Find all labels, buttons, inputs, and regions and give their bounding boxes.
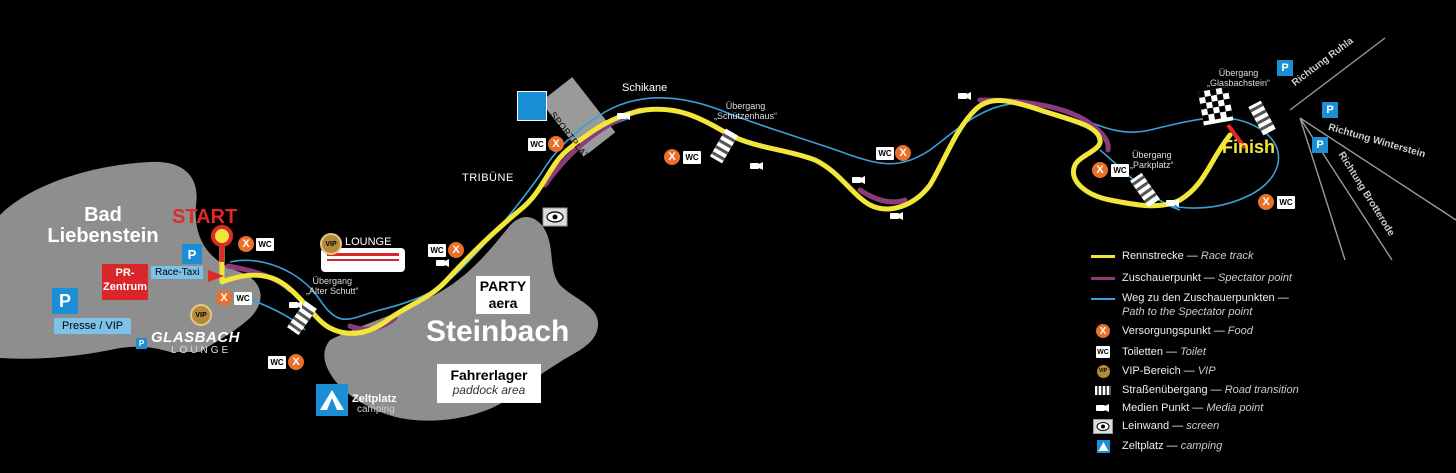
pr-zentrum-label: PR- Zentrum <box>102 264 148 300</box>
steinbach-label: Steinbach <box>426 315 570 348</box>
glasbach-lounge-label: LOUNGE <box>171 345 232 356</box>
crossing-icon <box>1095 385 1111 395</box>
wc-icon: WC <box>256 238 274 251</box>
vip-icon: VIP <box>320 233 342 255</box>
paddock-label: paddock area <box>452 383 526 397</box>
vip-icon: VIP <box>190 304 212 326</box>
path-line <box>1091 298 1115 300</box>
wc-icon: WC <box>1111 164 1129 177</box>
crossing-icon <box>287 300 317 336</box>
finish-line <box>1226 123 1247 150</box>
screen-icon <box>1093 418 1113 434</box>
camera-icon <box>852 176 865 184</box>
food-icon: X <box>216 290 232 306</box>
parking-icon: P <box>52 288 78 314</box>
crossing-icon <box>1248 100 1276 136</box>
legend-item-media: Medien Punkt — Media point <box>1090 401 1263 415</box>
schikane-label: Schikane <box>622 82 668 94</box>
screen-icon <box>542 207 568 227</box>
parking-icon: P <box>1312 137 1328 153</box>
spectator-stretches <box>225 97 1111 332</box>
camera-icon <box>289 301 302 309</box>
legend-item-spectator: Zuschauerpunkt — Spectator point <box>1090 271 1292 285</box>
legend-item-camping: Zeltplatz — camping <box>1090 439 1222 453</box>
uebergang-parkplatz-label: Übergang „Parkplatz“ <box>1130 150 1174 171</box>
legend-item-food: X Versorgungspunkt — Food <box>1090 324 1253 338</box>
uebergang-alter-schutt-label: Übergang „Alter Schutt“ <box>306 276 359 297</box>
zeltplatz-label: Zeltplatz <box>352 393 397 405</box>
race-track <box>219 98 1233 336</box>
bad-liebenstein-label: Bad Liebenstein <box>47 204 159 247</box>
finish-label: Finish <box>1222 137 1275 157</box>
wc-icon: WC <box>876 147 894 160</box>
glasbach-label: GLASBACH <box>151 329 240 346</box>
sportplatz-area <box>540 77 616 157</box>
road-crossings <box>287 100 1276 336</box>
food-icon: X <box>1092 162 1108 178</box>
food-icon: X <box>664 149 680 165</box>
race-taxi-label: Race-Taxi <box>151 266 204 279</box>
legend-item-crossing: Straßenübergang — Road transition <box>1090 383 1299 397</box>
presse-vip-label: Presse / VIP <box>54 318 132 334</box>
track-line <box>1091 254 1115 258</box>
wc-icon: WC <box>1096 346 1110 358</box>
start-marker <box>211 225 233 247</box>
fahrerlager-box: Fahrerlager paddock area <box>437 364 541 403</box>
start-label: START <box>172 206 238 228</box>
food-icon: X <box>1258 194 1274 210</box>
wc-icon: WC <box>528 138 546 151</box>
uebergang-glasbachstein-label: Übergang „Glasbachstein“ <box>1207 68 1271 89</box>
uebergang-schuetzenhaus-label: Übergang „Schützenhaus“ <box>714 101 778 122</box>
wc-icon: WC <box>428 244 446 257</box>
food-icon: X <box>448 242 464 258</box>
camera-icon <box>1166 199 1179 207</box>
legend-item-screen: Leinwand — screen <box>1090 418 1219 434</box>
food-icon: X <box>238 236 254 252</box>
food-icon: X <box>1096 324 1110 338</box>
legend-item-track: Rennstrecke — Race track <box>1090 249 1253 263</box>
camera-icon <box>890 212 903 220</box>
food-icon: X <box>288 354 304 370</box>
vip-icon: VIP <box>1096 364 1110 378</box>
wc-icon: WC <box>268 356 286 369</box>
food-icon: X <box>548 136 564 152</box>
race-taxi-arrow <box>208 270 224 282</box>
fahrerlager-label: Fahrerlager <box>450 367 528 383</box>
checkered-flag-icon <box>1198 86 1234 126</box>
wc-icon: WC <box>1277 196 1295 209</box>
tent-icon <box>316 384 348 416</box>
legend-item-vip: VIP VIP-Bereich — VIP <box>1090 364 1216 378</box>
media-points <box>289 92 1179 309</box>
legend-item-wc: WC Toiletten — Toilet <box>1096 346 1206 358</box>
camera-icon <box>958 92 971 100</box>
parking-icon: P <box>1277 60 1293 76</box>
vip-lounge-label: LOUNGE <box>345 236 392 248</box>
spectator-line <box>1091 276 1115 280</box>
party-aera-label: PARTY aera <box>476 276 530 314</box>
parking-icon: P <box>182 244 202 264</box>
camera-icon <box>436 259 449 267</box>
info-board-icon <box>517 91 547 121</box>
camera-icon <box>617 112 630 120</box>
wc-icon: WC <box>683 151 701 164</box>
parking-icon: P <box>136 338 147 349</box>
wc-icon: WC <box>234 292 252 305</box>
crossing-icon <box>1130 172 1160 208</box>
legend-item-path: Weg zu den Zuschauerpunkten — Path to th… <box>1090 291 1289 320</box>
vip-lounge-building-icon <box>321 248 405 272</box>
tribune-label: TRIBÜNE <box>462 172 514 184</box>
food-icon: X <box>895 145 911 161</box>
crossing-icon <box>709 128 739 164</box>
camera-icon <box>1096 404 1109 412</box>
tent-icon <box>1096 439 1110 453</box>
camping-label: camping <box>357 404 395 415</box>
parking-icon: P <box>1322 102 1338 118</box>
camera-icon <box>750 162 763 170</box>
